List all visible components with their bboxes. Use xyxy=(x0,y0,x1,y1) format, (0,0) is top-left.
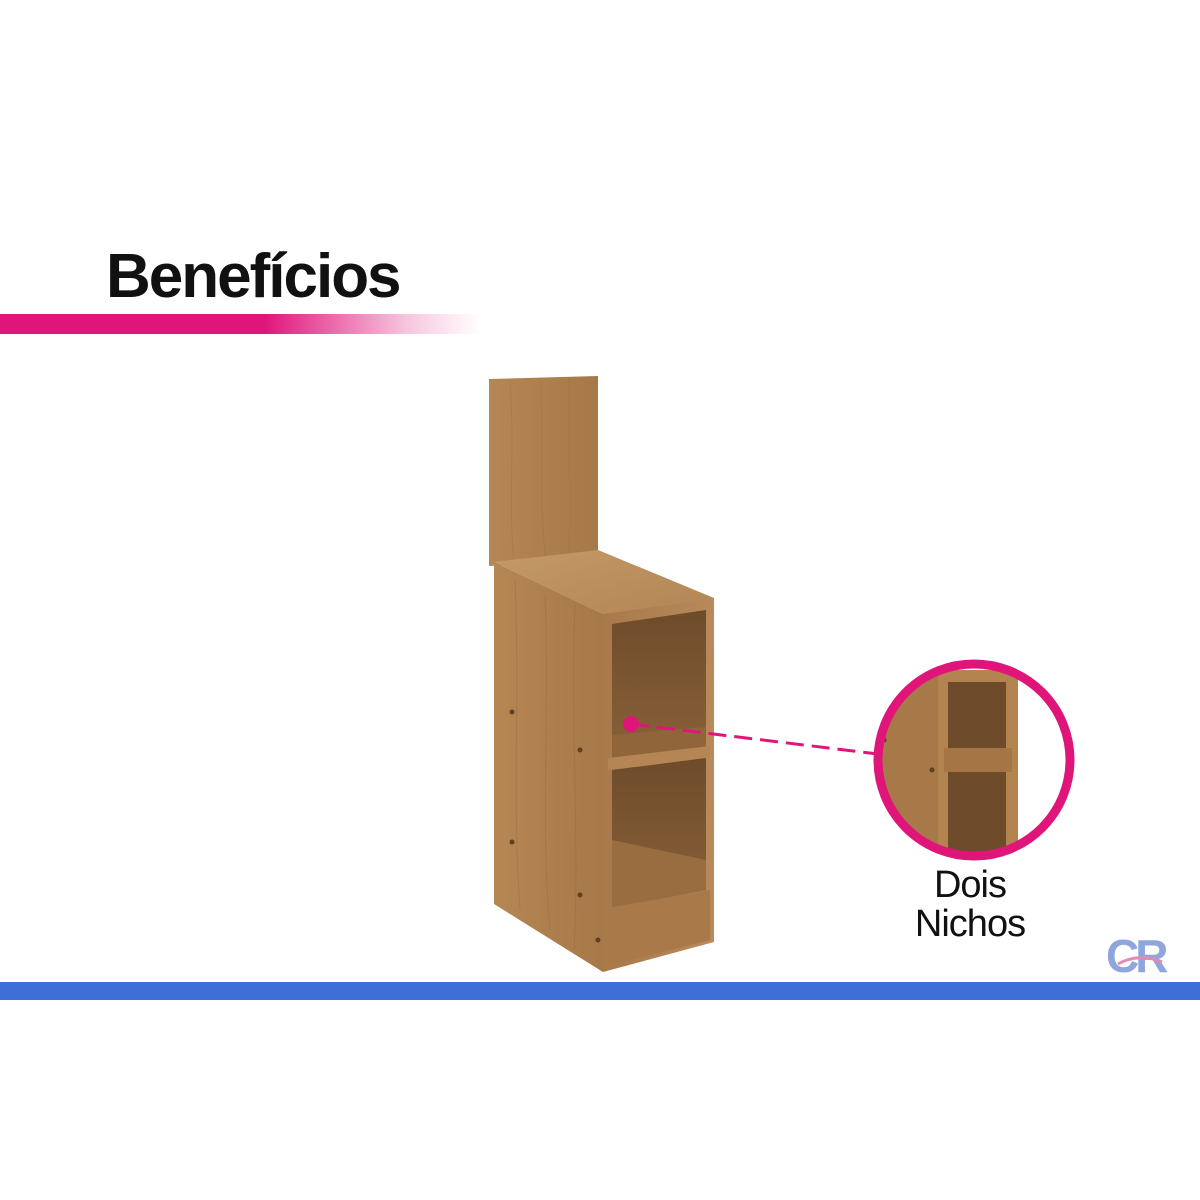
magnifier-circle xyxy=(873,659,1075,861)
callout-label: Dois Nichos xyxy=(890,866,1050,944)
title-underline-bar xyxy=(0,314,480,334)
bottom-accent-bar xyxy=(0,982,1200,1000)
cr-logo: CR xyxy=(1106,930,1172,980)
cabinet-front xyxy=(603,598,714,972)
dashed-connector-line xyxy=(623,716,879,756)
cabinet-top xyxy=(494,550,714,614)
callout-line-1: Dois xyxy=(933,864,1007,906)
cabinet-side-panel xyxy=(494,562,603,972)
cabinet-backboard xyxy=(489,376,598,566)
cr-logo-text: CR xyxy=(1106,930,1168,980)
page-title: Benefícios xyxy=(106,242,402,311)
callout-line-2: Nichos xyxy=(914,903,1026,945)
